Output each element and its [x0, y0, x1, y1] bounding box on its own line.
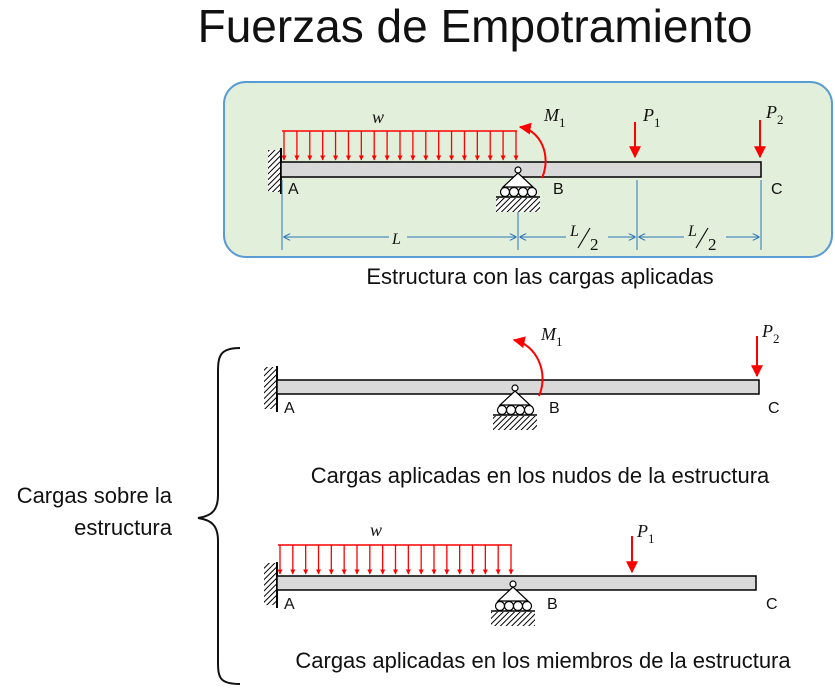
p1-label: P1 [636, 521, 655, 546]
curly-brace [197, 347, 241, 685]
beam [276, 575, 757, 591]
top-caption: Estructura con las cargas aplicadas [366, 264, 713, 289]
moment-label: M1 [540, 324, 563, 349]
p2-label: P2 [761, 321, 780, 346]
dimension-ticks [281, 180, 762, 250]
moment-label: M1 [543, 105, 566, 130]
side-label-line1: Cargas sobre la [17, 483, 173, 508]
side-label-line2: estructura [74, 515, 173, 540]
p1-label: P1 [642, 105, 661, 130]
roller-support [496, 166, 540, 212]
applied-loads-panel: w M1 P1 P2 A B C [223, 81, 833, 258]
fixed-support-hatch [268, 150, 280, 192]
fixed-support-hatch [264, 563, 276, 605]
node-c-label: C [766, 596, 778, 613]
load-arrows [281, 131, 519, 161]
node-a-label: A [284, 596, 295, 613]
node-a-label: A [284, 400, 295, 417]
member-loads-diagram: w P1 A B C [264, 520, 778, 626]
page-title: Fuerzas de Empotramiento [198, 0, 753, 52]
load-arrows [277, 545, 514, 575]
node-b-label: B [549, 400, 560, 417]
dim-half-1-num: L [569, 223, 579, 240]
dim-half-2-num: L [687, 223, 697, 240]
fixed-support-hatch [264, 367, 276, 409]
node-b-label: B [553, 181, 564, 198]
joint-caption: Cargas aplicadas en los nudos de la estr… [311, 463, 770, 488]
joint-loads-diagram: M1 P2 A B C [264, 321, 780, 430]
p2-label: P2 [765, 102, 784, 127]
dim-l-label: L [391, 231, 401, 248]
dim-half-2-den: 2 [708, 235, 717, 254]
load-w-label: w [370, 520, 382, 540]
node-a-label: A [288, 181, 299, 198]
distributed-load [277, 544, 514, 575]
member-caption: Cargas aplicadas en los miembros de la e… [295, 648, 791, 673]
moment-arrow [518, 122, 547, 179]
dim-half-1-den: 2 [590, 235, 599, 254]
node-c-label: C [771, 181, 783, 198]
load-w-label: w [372, 107, 384, 127]
roller-support [493, 384, 537, 430]
distributed-load [281, 130, 519, 161]
moment-arrow [512, 336, 544, 397]
roller-support [491, 580, 535, 626]
node-c-label: C [768, 400, 780, 417]
node-b-label: B [547, 596, 558, 613]
